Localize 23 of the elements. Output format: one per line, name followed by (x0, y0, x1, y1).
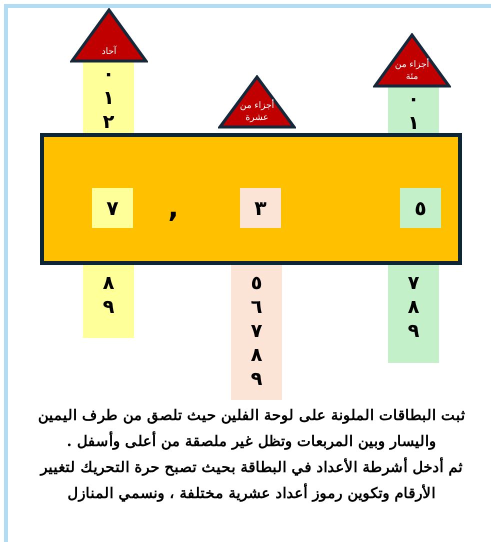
place-name: أجزاء من مئة (394, 59, 430, 83)
digit-column: ٠ ١ (406, 87, 420, 135)
digit-column: ٠ ١ ٢ (102, 62, 116, 134)
number-strip (388, 265, 439, 363)
instruction-text: ثم أدخل أشرطة الأعداد في البطاقة بحيث تصبح حرة التحريك لتغيير الأرقام وتكوين رموز أعداد عشرية مختلفة ، ونسمي المنازل (38, 456, 464, 504)
place-name: آحاد (100, 46, 118, 58)
place-name: أجزاء من عشرة (238, 100, 276, 124)
digit-card: ٧ (92, 188, 133, 228)
decimal-comma: , (168, 193, 179, 223)
place-value-triangle (70, 8, 148, 63)
place-value-triangle (218, 75, 296, 129)
cork-board (40, 133, 462, 265)
number-strip (231, 265, 282, 400)
instruction-text: ثبت البطاقات الملونة على لوحة الفلين حيث تلصق من طرف اليمين واليسار وبين المربعات وتظل غير ملصقة من أعلى وأسفل . (36, 406, 466, 452)
digit-card: ٣ (240, 188, 281, 228)
digit-column: ٧ ٨ ٩ (406, 271, 420, 343)
number-strip (388, 87, 439, 133)
digit-card: ٥ (400, 188, 441, 228)
place-value-triangle (373, 33, 451, 88)
number-strip (83, 265, 134, 338)
digit-column: ٨ ٩ (102, 271, 116, 319)
digit-column: ٥ ٦ ٧ ٨ ٩ (250, 271, 264, 391)
number-strip (83, 62, 134, 133)
